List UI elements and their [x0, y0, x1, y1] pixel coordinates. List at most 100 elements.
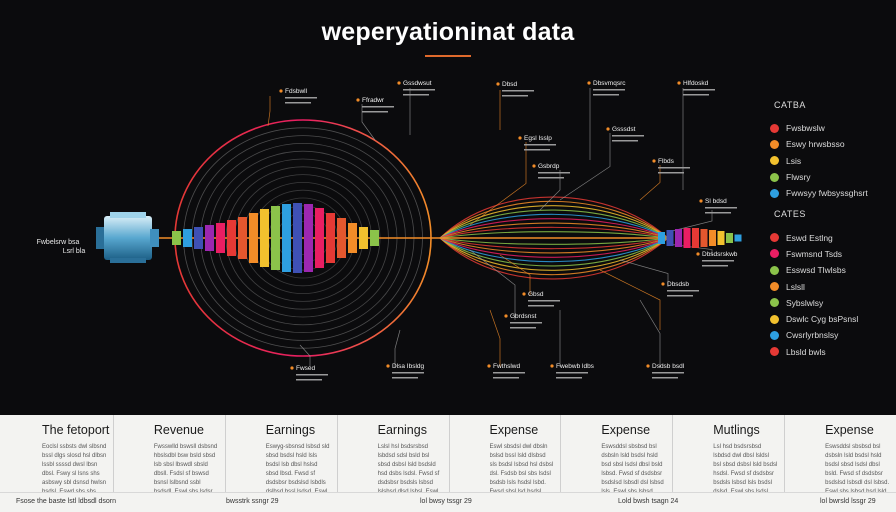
left-block-label: Fwbelsrw bsa — [37, 239, 80, 246]
spectrum-bar — [183, 229, 192, 247]
annotation-text-line — [392, 372, 424, 374]
spectrum-bar — [260, 209, 269, 267]
callout-line — [599, 269, 661, 330]
legend-label: Lbsld bwls — [786, 346, 826, 357]
legend-color-dot — [770, 330, 779, 340]
legend-color-dot — [770, 249, 779, 259]
annotation-text-line — [556, 377, 582, 379]
spectrum-bar — [238, 217, 247, 259]
annotation-text-line — [658, 167, 690, 169]
flow-diagram: Fwbelsrw bsa Lsrl bla FdsbwllFfradwrGssd… — [37, 80, 742, 381]
spectrum-bar — [249, 213, 258, 263]
annotation-dot — [646, 364, 650, 368]
footer-note: Fsose the baste lstl ldbsdl dsorn — [16, 498, 116, 505]
column-text: Lsl hsd bsdsrsbsd lsbdsd dwl dbsl lsldsl… — [713, 444, 778, 493]
column-header: The fetoport — [42, 423, 110, 437]
annotation-text-line — [556, 372, 588, 374]
spectrum-bar — [370, 230, 379, 246]
legend-color-dot — [770, 298, 779, 308]
annotation-label: Dbsdsb — [667, 281, 689, 288]
legend-item: Eswy hrwsbsso — [770, 136, 890, 152]
spectrum-bar — [666, 230, 674, 246]
legend-item: Esswsd Tlwlsbs — [770, 262, 890, 278]
legend-label: Fswmsnd Tsds — [786, 248, 843, 259]
annotation-text-line — [538, 177, 564, 179]
annotation-text-line — [658, 172, 684, 174]
annotation-text-line — [285, 97, 317, 99]
spectrum-bar — [734, 234, 742, 242]
legend-item: Eswd Estlng — [770, 229, 890, 245]
legend-label: Sybslwlsy — [786, 297, 824, 308]
annotation-text-line — [493, 377, 519, 379]
legend-label: Eswd Estlng — [786, 232, 833, 243]
column-text: Eswl sbsdsl dwl dbsln bslsd bssl lsld dl… — [489, 444, 554, 493]
annotation-dot — [550, 364, 554, 368]
annotation-dot — [532, 164, 536, 168]
spectrum-bar — [337, 218, 346, 258]
annotation-label: Gbsd — [528, 291, 544, 298]
legend-label: Fwsbwslw — [786, 123, 825, 134]
annotation-text-line — [612, 140, 638, 142]
annotation-label: Dsdsb bsdl — [652, 363, 685, 370]
annotation-dot — [661, 282, 665, 286]
spectrum-bar — [172, 231, 181, 245]
footer-page: lol bwrsld lssgr 29 — [820, 498, 876, 505]
annotation-dot — [356, 98, 360, 102]
callout-line — [667, 243, 713, 255]
legend-label: Flwsry — [786, 172, 811, 183]
callout-line — [394, 329, 401, 367]
legend-title: CATES — [774, 209, 806, 220]
annotation-text-line — [362, 106, 394, 108]
annotation-dot — [487, 364, 491, 368]
annotation-dot — [696, 252, 700, 256]
callout-lines — [267, 88, 713, 367]
spectrum-bar — [326, 213, 335, 263]
spectrum-bar — [675, 229, 682, 247]
column-header: Expense — [825, 423, 874, 437]
column-header: Earnings — [377, 423, 427, 437]
legend-color-dot — [770, 314, 779, 324]
callout-line — [619, 259, 669, 287]
annotation-text-line — [296, 374, 328, 376]
column-text: Lslsl hsl bsdsrsbsd lsbdsd sdsl bsld bsl… — [377, 444, 440, 493]
annotation-dot — [397, 81, 401, 85]
legend-color-dot — [770, 156, 779, 166]
legend-label: Esswsd Tlwlsbs — [786, 265, 846, 276]
annotation-label: Dbsdsrskwb — [702, 251, 738, 258]
annotation-label: Fwsed — [296, 365, 316, 372]
legend-item: Fwwsyy fwbsyssghsrt — [770, 185, 890, 201]
annotation-text-line — [403, 94, 429, 96]
annotation-text-line — [683, 89, 715, 91]
callout-line — [361, 104, 376, 141]
legend-label: Eswy hrwsbsso — [786, 139, 845, 150]
legend-item: Sybslwlsy — [770, 295, 890, 311]
spectrum-bar — [304, 204, 313, 272]
annotation-text-line — [493, 372, 525, 374]
legend-label: Fwwsyy fwbsyssghsrt — [786, 188, 868, 199]
legend-item: Cwsrlyrbnslsy — [770, 327, 890, 343]
annotation-dot — [652, 159, 656, 163]
annotation-text-line — [510, 322, 542, 324]
spectrum-bar — [216, 223, 225, 253]
spectrum-bar — [692, 228, 699, 248]
annotation-label: Egsl Isslp — [524, 135, 552, 142]
annotation-text-line — [296, 379, 322, 381]
annotation-dot — [699, 199, 703, 203]
callout-line — [469, 142, 527, 226]
footer-page: bwsstrk ssngr 29 — [226, 498, 279, 505]
annotation-label: Gsbrdp — [538, 163, 560, 170]
annotation-text-line — [652, 377, 678, 379]
legend-item: Lsis — [770, 153, 890, 169]
spectrum-bar — [194, 227, 203, 249]
annotation-text-line — [705, 212, 731, 214]
annotation-label: Flbds — [658, 158, 675, 165]
annotation-label: Gssdwsut — [403, 80, 432, 87]
spectrum-bar — [227, 220, 236, 256]
annotation-label: Hlfdoskd — [683, 80, 709, 87]
spectrum-bar — [717, 231, 725, 245]
